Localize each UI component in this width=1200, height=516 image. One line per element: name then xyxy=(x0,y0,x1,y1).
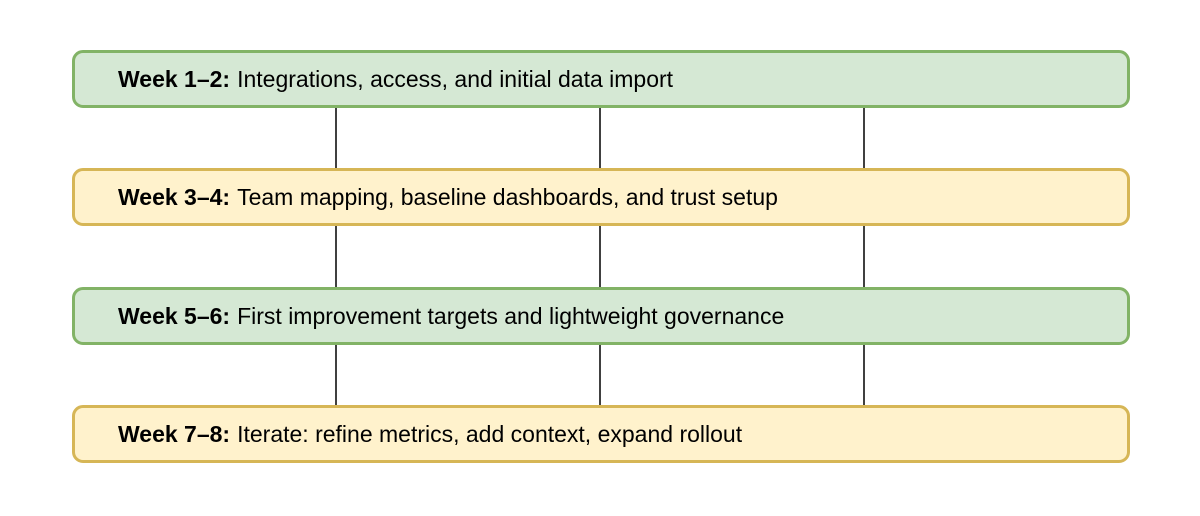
connector-line xyxy=(335,108,337,168)
phase-description: First improvement targets and lightweigh… xyxy=(237,302,785,329)
week-range-label: Week 7–8: xyxy=(118,420,231,447)
roadmap-box-week-1-2: Week 1–2: Integrations, access, and init… xyxy=(72,50,1130,108)
connector-line xyxy=(599,108,601,168)
connector-line xyxy=(335,226,337,287)
connector-line xyxy=(599,345,601,405)
week-range-label: Week 5–6: xyxy=(118,302,231,329)
connector-line xyxy=(863,108,865,168)
week-range-label: Week 1–2: xyxy=(118,65,231,92)
connector-line xyxy=(335,345,337,405)
roadmap-box-week-3-4: Week 3–4: Team mapping, baseline dashboa… xyxy=(72,168,1130,226)
connector-line xyxy=(599,226,601,287)
week-range-label: Week 3–4: xyxy=(118,183,231,210)
phase-description: Iterate: refine metrics, add context, ex… xyxy=(237,420,743,447)
roadmap-box-week-5-6: Week 5–6: First improvement targets and … xyxy=(72,287,1130,345)
roadmap-box-week-7-8: Week 7–8: Iterate: refine metrics, add c… xyxy=(72,405,1130,463)
phase-description: Integrations, access, and initial data i… xyxy=(237,65,674,92)
phase-description: Team mapping, baseline dashboards, and t… xyxy=(237,183,778,210)
connector-line xyxy=(863,226,865,287)
connector-line xyxy=(863,345,865,405)
